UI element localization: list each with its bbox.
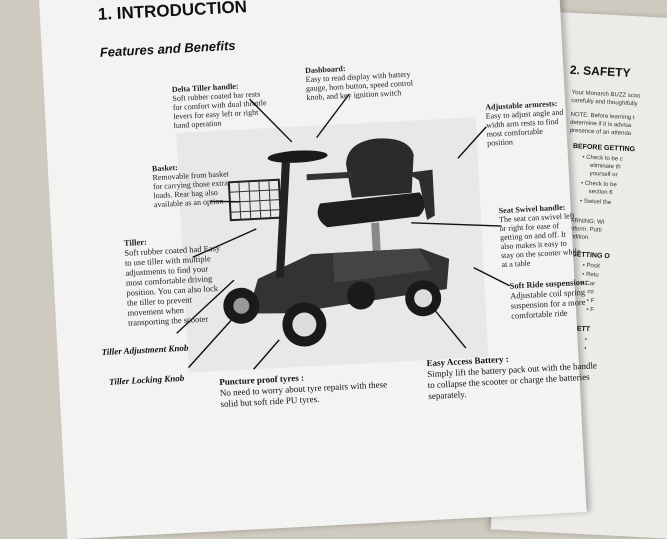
annotation-tiller: Tiller: Soft rubber coated had Easy to u… [124, 233, 227, 328]
annotation-armrests: Adjustable armrests: Easy to adjust angl… [485, 98, 569, 148]
section-heading: BEFORE GETTING [572, 143, 636, 154]
annotation-soft-ride: Soft Ride suspension: Adjustable coil sp… [509, 276, 596, 321]
bullet: • Swivel the [579, 198, 612, 207]
scooter-photo [176, 117, 489, 373]
bullet: section 6 [588, 188, 613, 197]
annotation-dashboard: Dashboard: Easy to read display with bat… [305, 60, 427, 102]
annotation-delta-tiller: Delta Tiller handle: Soft rubber coated … [172, 80, 269, 130]
annotation-text: Soft rubber coated had Easy to use tille… [124, 242, 221, 328]
annotation-pointers [176, 93, 510, 370]
annotation-text: Adjustable coil spring suspension for a … [509, 286, 586, 321]
scooter-illustration [223, 138, 450, 347]
annotation-seat-swivel: Seat Swivel handle: The seat can swivel … [498, 202, 581, 269]
bullet: • [584, 336, 588, 344]
annotation-text: Easy to adjust angle and width arm rests… [485, 107, 564, 148]
annotation-text: The seat can swivel left or right for ea… [498, 211, 581, 270]
annotation-battery: Easy Access Battery : Simply lift the ba… [426, 349, 598, 402]
safety-heading: 2. SAFETY [569, 62, 631, 80]
bullet: • Posit [582, 262, 600, 270]
bullet: yourself or [589, 170, 618, 179]
annotation-text: Removable from basket for carrying those… [152, 169, 230, 210]
annotation-text: Soft rubber coated bar rests for comfort… [172, 89, 267, 131]
left-page: 1. INTRODUCTION Features and Benefits [38, 0, 597, 539]
annotation-basket: Basket: Removable from basket for carryi… [152, 160, 232, 209]
